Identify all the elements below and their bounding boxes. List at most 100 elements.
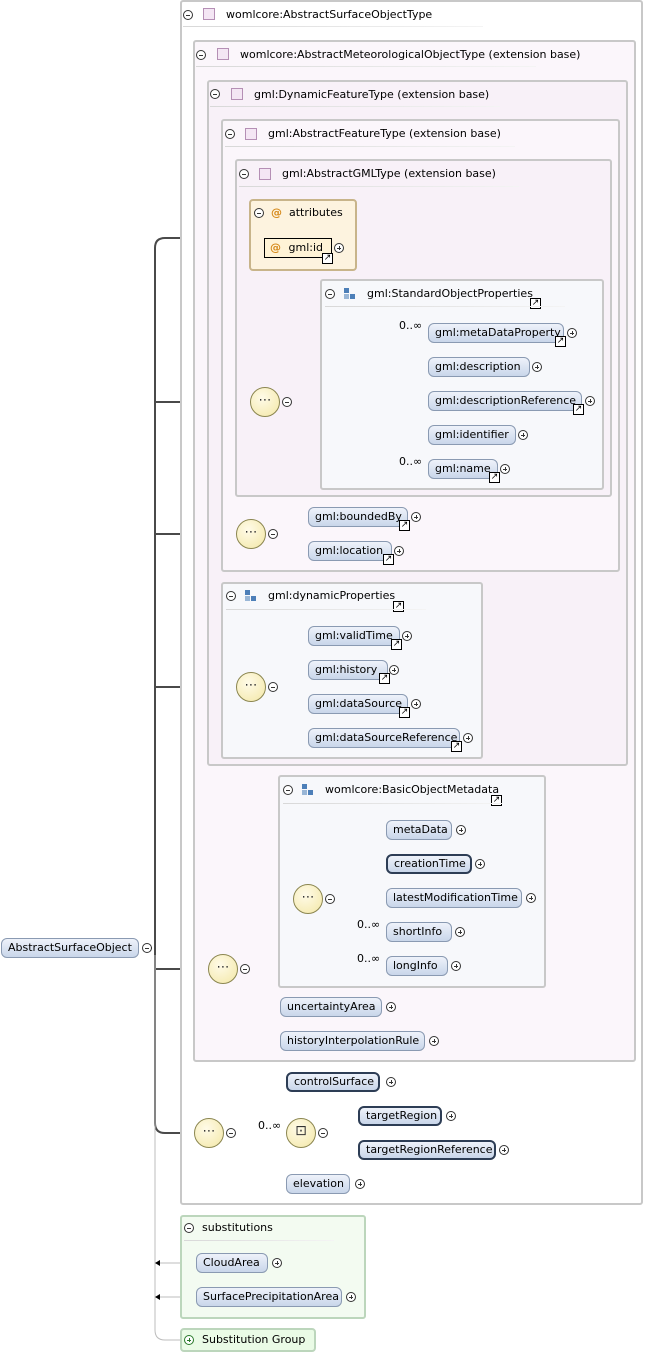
expand-icon[interactable] bbox=[355, 1179, 365, 1189]
expand-icon[interactable] bbox=[389, 665, 399, 675]
reference-arrow-icon: ↗ bbox=[399, 520, 410, 531]
element-data-source-reference[interactable]: gml:dataSourceReference↗ bbox=[308, 728, 462, 752]
element-latest-modification-time[interactable]: latestModificationTime bbox=[386, 888, 522, 908]
collapse-icon[interactable] bbox=[225, 129, 235, 139]
type-title: gml:DynamicFeatureType (extension base) bbox=[254, 88, 490, 101]
expand-icon[interactable] bbox=[518, 430, 528, 440]
element-control-surface[interactable]: controlSurface bbox=[286, 1072, 380, 1092]
separator bbox=[184, 1240, 334, 1241]
type-square-icon bbox=[217, 48, 229, 60]
element-meta-data-property[interactable]: gml:metaDataProperty↗ bbox=[428, 323, 566, 347]
element-uncertainty-area[interactable]: uncertaintyArea bbox=[280, 997, 382, 1017]
collapse-icon[interactable] bbox=[226, 1128, 236, 1138]
element-target-region-reference[interactable]: targetRegionReference bbox=[358, 1140, 496, 1160]
substitution-group[interactable] bbox=[180, 1328, 316, 1352]
attribute-label: gml:id bbox=[288, 241, 324, 254]
expand-icon[interactable] bbox=[499, 1145, 509, 1155]
expand-icon[interactable] bbox=[386, 1002, 396, 1012]
separator bbox=[196, 66, 536, 67]
expand-icon[interactable] bbox=[272, 1258, 282, 1268]
expand-icon[interactable] bbox=[456, 825, 466, 835]
element-short-info[interactable]: shortInfo bbox=[386, 922, 452, 942]
collapse-icon[interactable] bbox=[240, 964, 250, 974]
expand-icon[interactable] bbox=[394, 546, 404, 556]
element-meta-data[interactable]: metaData bbox=[386, 820, 452, 840]
substitution-cloud-area[interactable]: CloudArea bbox=[196, 1253, 268, 1273]
substitution-surface-precipitation-area[interactable]: SurfacePrecipitationArea bbox=[196, 1287, 342, 1307]
collapse-icon[interactable] bbox=[142, 943, 152, 953]
collapse-icon[interactable] bbox=[254, 208, 264, 218]
occurrence-label: 0..∞ bbox=[357, 918, 381, 931]
element-description-reference[interactable]: gml:descriptionReference↗ bbox=[428, 391, 584, 415]
root-element[interactable]: AbstractSurfaceObject bbox=[1, 938, 139, 958]
element-history-interpolation-rule[interactable]: historyInterpolationRule bbox=[280, 1031, 425, 1051]
attributes-box bbox=[249, 199, 357, 271]
sequence-compositor-icon[interactable] bbox=[293, 884, 323, 914]
element-label: gml:dataSourceReference bbox=[315, 731, 458, 744]
expand-icon[interactable] bbox=[334, 243, 344, 253]
reference-arrow-icon[interactable]: ↗ bbox=[491, 795, 502, 806]
collapse-icon[interactable] bbox=[210, 89, 220, 99]
collapse-icon[interactable] bbox=[183, 10, 193, 20]
collapse-icon[interactable] bbox=[239, 169, 249, 179]
expand-icon[interactable] bbox=[585, 396, 595, 406]
element-bounded-by[interactable]: gml:boundedBy↗ bbox=[308, 507, 410, 531]
expand-icon[interactable] bbox=[386, 1077, 396, 1087]
expand-icon[interactable] bbox=[455, 927, 465, 937]
element-history[interactable]: gml:history↗ bbox=[308, 660, 390, 684]
expand-icon[interactable] bbox=[526, 893, 536, 903]
expand-icon[interactable] bbox=[402, 631, 412, 641]
element-label: gml:validTime bbox=[315, 629, 393, 642]
element-identifier[interactable]: gml:identifier bbox=[428, 425, 516, 445]
element-location[interactable]: gml:location↗ bbox=[308, 541, 394, 565]
expand-icon[interactable] bbox=[532, 362, 542, 372]
element-creation-time[interactable]: creationTime bbox=[386, 854, 472, 874]
expand-icon[interactable] bbox=[346, 1292, 356, 1302]
element-label: AbstractSurfaceObject bbox=[8, 941, 132, 954]
element-label: historyInterpolationRule bbox=[287, 1034, 420, 1047]
collapse-icon[interactable] bbox=[325, 289, 335, 299]
model-group-icon bbox=[245, 590, 256, 601]
collapse-icon[interactable] bbox=[325, 894, 335, 904]
collapse-icon[interactable] bbox=[226, 591, 236, 601]
element-name[interactable]: gml:name↗ bbox=[428, 459, 500, 483]
collapse-icon[interactable] bbox=[282, 397, 292, 407]
expand-icon[interactable] bbox=[411, 699, 421, 709]
expand-icon[interactable] bbox=[446, 1111, 456, 1121]
reference-arrow-icon[interactable]: ↗ bbox=[530, 298, 541, 309]
element-target-region[interactable]: targetRegion bbox=[358, 1106, 442, 1126]
element-label: latestModificationTime bbox=[393, 891, 518, 904]
expand-icon[interactable] bbox=[429, 1036, 439, 1046]
expand-icon[interactable] bbox=[411, 512, 421, 522]
gml-id-attribute[interactable]: @ gml:id bbox=[264, 238, 332, 258]
separator bbox=[210, 106, 500, 107]
separator bbox=[226, 609, 426, 610]
collapse-icon[interactable] bbox=[268, 529, 278, 539]
element-data-source[interactable]: gml:dataSource↗ bbox=[308, 694, 410, 718]
expand-icon[interactable] bbox=[463, 733, 473, 743]
expand-icon[interactable] bbox=[451, 961, 461, 971]
sequence-compositor-icon[interactable] bbox=[250, 387, 280, 417]
element-description[interactable]: gml:description bbox=[428, 357, 530, 377]
collapse-icon[interactable] bbox=[184, 1223, 194, 1233]
element-label: elevation bbox=[293, 1177, 344, 1190]
collapse-icon[interactable] bbox=[268, 682, 278, 692]
collapse-icon[interactable] bbox=[283, 785, 293, 795]
sequence-compositor-icon[interactable] bbox=[208, 954, 238, 984]
sequence-compositor-icon[interactable] bbox=[236, 672, 266, 702]
collapse-icon[interactable] bbox=[196, 50, 206, 60]
expand-icon[interactable] bbox=[567, 328, 577, 338]
sequence-compositor-icon[interactable] bbox=[236, 519, 266, 549]
expand-icon[interactable] bbox=[184, 1335, 194, 1345]
reference-arrow-icon[interactable]: ↗ bbox=[393, 601, 404, 612]
expand-icon[interactable] bbox=[475, 859, 485, 869]
occurrence-label: 0..∞ bbox=[357, 952, 381, 965]
collapse-icon[interactable] bbox=[318, 1128, 328, 1138]
choice-compositor-icon[interactable] bbox=[286, 1118, 316, 1148]
element-valid-time[interactable]: gml:validTime↗ bbox=[308, 626, 402, 650]
element-label: metaData bbox=[393, 823, 448, 836]
element-elevation[interactable]: elevation bbox=[286, 1174, 350, 1194]
element-long-info[interactable]: longInfo bbox=[386, 956, 448, 976]
sequence-compositor-icon[interactable] bbox=[194, 1118, 224, 1148]
expand-icon[interactable] bbox=[500, 464, 510, 474]
